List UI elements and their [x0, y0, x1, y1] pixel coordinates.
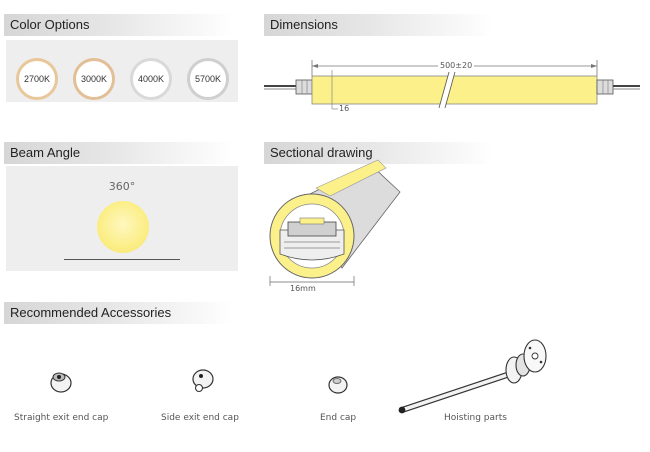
- accessory-label: Hoisting parts: [444, 413, 507, 423]
- color-option-label: 2700K: [23, 74, 51, 84]
- beam-angle-value: 360°: [108, 180, 136, 193]
- color-option-3000k[interactable]: 3000K: [73, 58, 115, 100]
- color-option-4000k[interactable]: 4000K: [130, 58, 172, 100]
- hoisting-parts-icon: [398, 339, 547, 414]
- accessories-header: Recommended Accessories: [4, 302, 234, 324]
- straight-exit-end-cap-icon: [50, 372, 72, 393]
- accessory-label: Straight exit end cap: [14, 413, 109, 423]
- accessory-label: Side exit end cap: [161, 413, 239, 423]
- width-dimension-label: 16: [339, 104, 350, 113]
- accessory-label: End cap: [320, 413, 357, 423]
- side-exit-end-cap-icon: [192, 369, 214, 393]
- beam-angle-header: Beam Angle: [4, 142, 234, 164]
- dimensions-drawing: [264, 60, 640, 110]
- beam-baseline: [64, 259, 180, 260]
- color-option-2700k[interactable]: 2700K: [16, 58, 58, 100]
- color-option-5700k[interactable]: 5700K: [187, 58, 229, 100]
- color-option-label: 3000K: [80, 74, 108, 84]
- beam-angle-panel: 360°: [6, 166, 238, 271]
- color-option-label: 5700K: [194, 74, 222, 84]
- color-options-header: Color Options: [4, 14, 234, 36]
- sectional-drawing: [269, 159, 401, 286]
- dimensions-header: Dimensions: [264, 14, 494, 36]
- beam-circle: [97, 201, 149, 253]
- sectional-drawing-header: Sectional drawing: [264, 142, 494, 164]
- color-options-panel: 2700K 3000K 4000K 5700K: [6, 40, 238, 102]
- color-option-label: 4000K: [137, 74, 165, 84]
- end-cap-icon: [328, 376, 348, 394]
- length-dimension-label: 500±20: [438, 61, 475, 70]
- section-width-label: 16mm: [290, 284, 316, 293]
